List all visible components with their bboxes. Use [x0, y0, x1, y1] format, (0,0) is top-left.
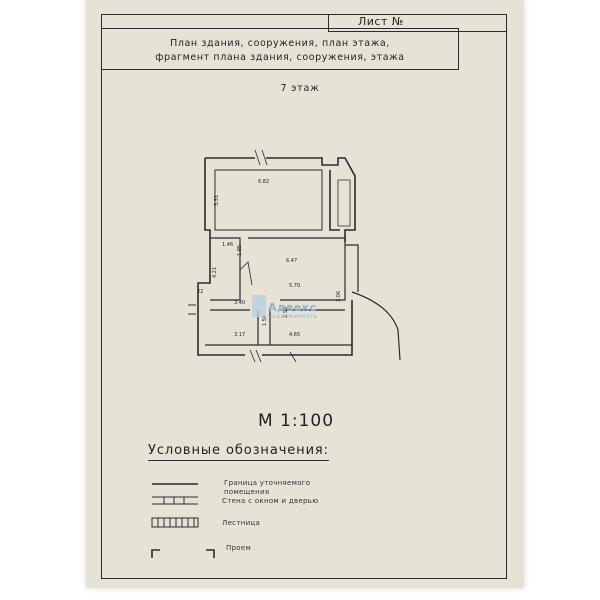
partition-room1-right	[329, 170, 340, 231]
title-block	[101, 28, 459, 70]
dim-bath-height: 2.53	[283, 307, 289, 318]
dim-bottom-right: 4.65	[289, 332, 300, 338]
sheet-number-box	[328, 14, 507, 32]
outer-wall-left	[197, 158, 245, 356]
legend-label-boundary-line1: Граница уточняемого	[224, 479, 311, 487]
partition-hall	[210, 237, 241, 301]
legend-stairs-symbol	[151, 517, 199, 528]
door-swing	[239, 261, 253, 286]
scale-label: М 1:100	[258, 411, 335, 431]
dim-bath-width: 1.56	[262, 315, 268, 326]
window-mark-top	[254, 149, 268, 166]
document-sheet	[86, 0, 524, 588]
legend-label-boundary: Граница уточняемого помещения	[224, 479, 310, 497]
partition-room1	[214, 169, 323, 231]
dim-bottom-left: 3.17	[234, 332, 245, 338]
watermark-logo	[252, 295, 266, 317]
dim-hall-left: 1.46	[222, 242, 233, 248]
legend-wall-symbol	[152, 496, 198, 505]
entrance-tick	[188, 304, 196, 315]
dim-room2-inner: 5.70	[289, 283, 300, 289]
shaft	[337, 179, 351, 227]
dim-hall-height: 4.21	[212, 267, 218, 278]
watermark-mark-icon	[252, 295, 266, 317]
drawing-frame	[101, 14, 507, 579]
plan-title-line1: План здания, сооружения, план этажа,	[170, 38, 390, 49]
legend-label-stairs: Лестница	[222, 519, 261, 527]
balcony-arc	[351, 291, 401, 361]
dim-room1-width: 6.82	[258, 179, 269, 185]
window-mark-bottom	[249, 349, 262, 363]
legend-opening-symbol	[151, 549, 215, 558]
watermark-tagline: недвижимость	[268, 313, 318, 320]
floor-label: 7 этаж	[280, 83, 320, 94]
outer-wall	[205, 157, 356, 242]
legend-label-boundary-line2: помещения	[224, 488, 270, 496]
legend-title: Условные обозначения:	[148, 443, 329, 461]
window-mark-bottom2	[289, 351, 297, 363]
watermark-name: Адвекс	[268, 301, 317, 314]
dim-entrance: 22	[197, 289, 203, 295]
legend-label-opening: Проем	[226, 544, 252, 552]
sheet-number-label: Лист №	[358, 15, 404, 28]
partition-room2	[248, 237, 346, 301]
dim-room2-width: 6.47	[286, 258, 297, 264]
balcony-line	[345, 244, 359, 292]
dim-room1-height: 3.31	[214, 195, 220, 206]
dim-side-height: 3.06	[336, 291, 342, 302]
dim-hall-mid: 1.85	[237, 245, 243, 256]
legend-label-wall: Стена с окном и дверью	[222, 497, 319, 505]
plan-title-line2: фрагмент плана здания, сооружения, этажа	[155, 52, 405, 63]
dim-corridor: 3.40	[234, 300, 245, 306]
